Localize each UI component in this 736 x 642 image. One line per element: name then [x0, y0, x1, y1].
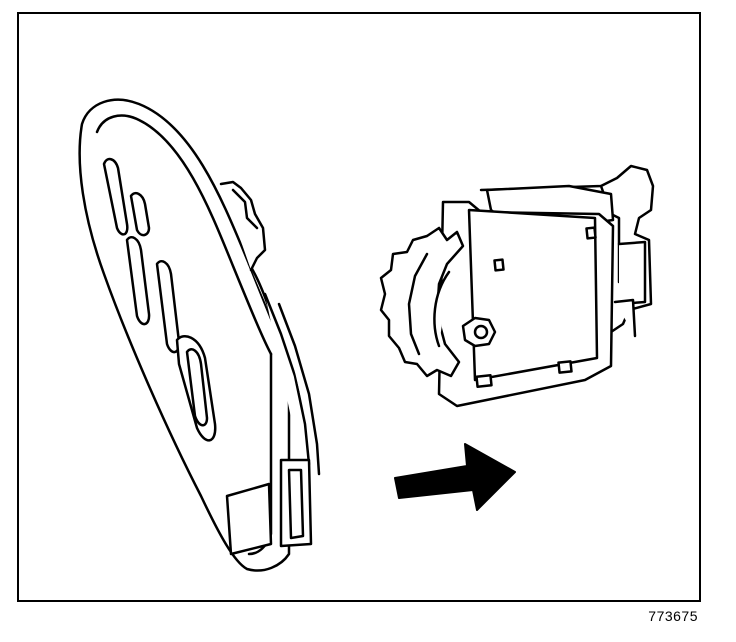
- illustration-frame: [17, 12, 701, 602]
- blower-control-knob-icon: [78, 98, 321, 572]
- exploded-view-illustration: [78, 98, 655, 572]
- direction-arrow-icon: [394, 443, 516, 511]
- blower-switch-icon: [379, 164, 655, 408]
- figure-number: 773675: [648, 608, 698, 624]
